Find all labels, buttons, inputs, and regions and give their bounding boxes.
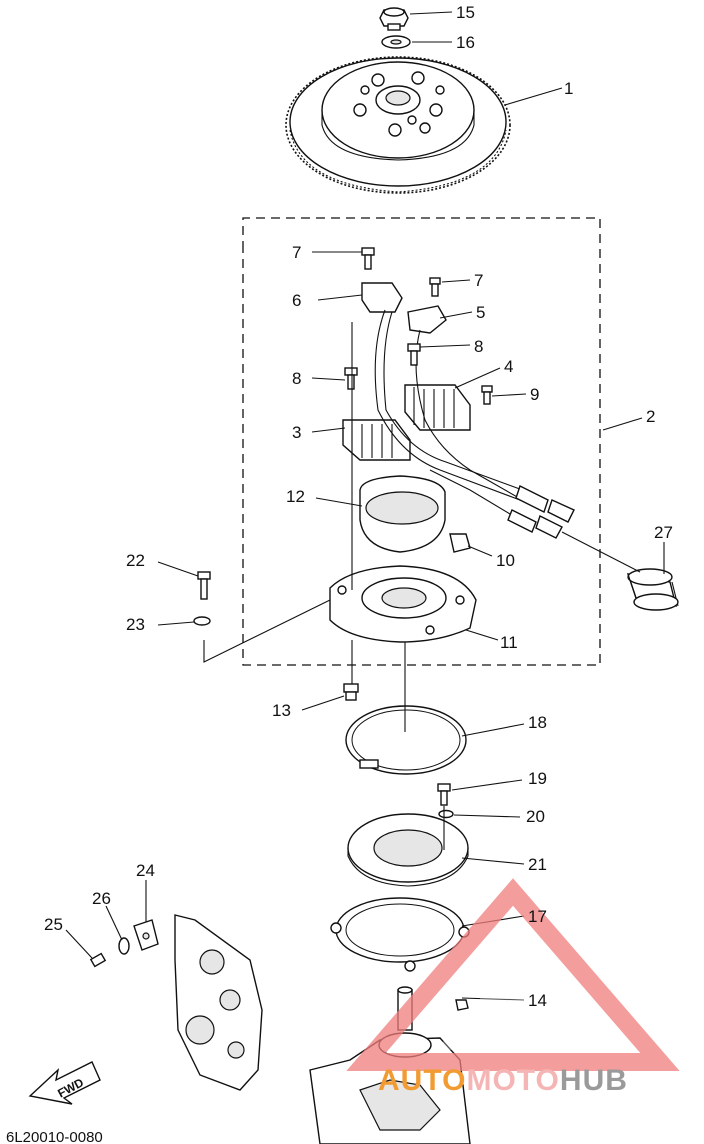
coil-holder-icon	[359, 475, 446, 553]
callout-27: 27	[654, 523, 673, 542]
callout-26: 26	[92, 889, 111, 908]
brand-moto: MOTO	[466, 1064, 559, 1097]
callout-16: 16	[456, 33, 475, 52]
callout-8: 8	[474, 337, 483, 356]
callout-13: 13	[272, 701, 291, 720]
callout-2: 2	[646, 407, 655, 426]
automotohub-logo: AUTOMOTOHUB	[346, 878, 680, 1097]
callout-12: 12	[286, 487, 305, 506]
callout-15: 15	[456, 3, 475, 22]
bracket-right-icon	[407, 305, 447, 334]
ignition-coil-right-icon	[404, 384, 471, 431]
wire-harness-icon	[374, 309, 575, 539]
callout-9: 9	[530, 385, 539, 404]
clip-icon	[449, 533, 471, 553]
callout-11: 11	[500, 633, 518, 652]
callout-20: 20	[526, 807, 545, 826]
svg-text:AUTOMOTOHUB: AUTOMOTOHUB	[378, 1064, 628, 1097]
callout-22: 22	[126, 551, 145, 570]
drawing-code: 6L20010-0080	[6, 1129, 103, 1144]
plate-icon	[347, 813, 469, 887]
forward-arrow-icon: FWD	[28, 1061, 101, 1105]
washer-icon	[381, 35, 411, 49]
logo-triangle-icon	[346, 878, 680, 1071]
cap-icon	[626, 568, 679, 611]
ignition-coil-left-icon	[342, 419, 411, 461]
callout-10: 10	[496, 551, 515, 570]
callout-14: 14	[528, 991, 547, 1010]
callout-18: 18	[528, 713, 547, 732]
callout-labels: 15 16 1 7 7 6 5 8 8 4 9 2 3 12 10 27 22 …	[44, 3, 673, 1010]
callout-1: 1	[564, 79, 573, 98]
callout-25: 25	[44, 915, 63, 934]
callout-8: 8	[292, 369, 301, 388]
callout-24: 24	[136, 861, 155, 880]
callout-17: 17	[528, 907, 547, 926]
callout-19: 19	[528, 769, 547, 788]
callout-4: 4	[504, 357, 513, 376]
screw-icon	[89, 247, 493, 968]
callout-5: 5	[476, 303, 485, 322]
callout-7: 7	[292, 243, 301, 262]
bracket-left-icon	[361, 282, 403, 313]
brand-hub: HUB	[560, 1064, 628, 1097]
callout-23: 23	[126, 615, 145, 634]
washer-small-icon	[118, 616, 454, 955]
callout-7: 7	[474, 271, 483, 290]
callout-3: 3	[292, 423, 301, 442]
callout-21: 21	[528, 855, 547, 874]
stator-assembly-outline	[242, 217, 601, 666]
side-housing-icon	[174, 914, 263, 1091]
retaining-ring-icon	[345, 705, 467, 775]
flywheel-nut-icon	[379, 7, 409, 31]
leader-lines	[65, 11, 665, 1001]
flywheel-icon	[285, 56, 511, 194]
callout-6: 6	[292, 291, 301, 310]
bracket-24-icon	[133, 919, 159, 951]
gasket-icon	[330, 897, 470, 972]
stator-base-icon	[329, 565, 477, 643]
brand-auto: AUTO	[378, 1064, 466, 1097]
